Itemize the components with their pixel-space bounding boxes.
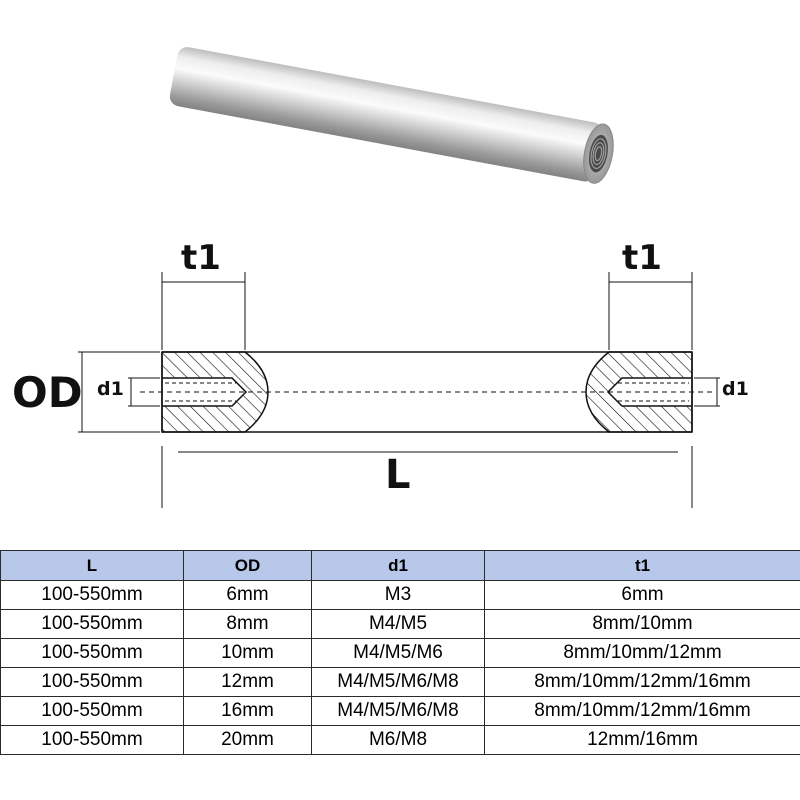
table-header-row: L OD d1 t1 bbox=[0, 550, 800, 581]
length-label: L bbox=[385, 452, 411, 498]
cell-t1: 12mm/16mm bbox=[484, 725, 800, 755]
cell-l: 100-550mm bbox=[0, 638, 184, 668]
table-row: 100-550mm 20mm M6/M8 12mm/16mm bbox=[0, 725, 800, 755]
cell-t1: 6mm bbox=[484, 580, 800, 610]
table-row: 100-550mm 6mm M3 6mm bbox=[0, 580, 800, 610]
cell-t1: 8mm/10mm/12mm/16mm bbox=[484, 667, 800, 697]
cell-d1: M4/M5/M6/M8 bbox=[311, 667, 485, 697]
cell-d1: M4/M5/M6/M8 bbox=[311, 696, 485, 726]
column-header-od: OD bbox=[183, 550, 312, 581]
cell-od: 8mm bbox=[183, 609, 312, 639]
cell-t1: 8mm/10mm/12mm bbox=[484, 638, 800, 668]
column-header-t1: t1 bbox=[484, 550, 800, 581]
od-label: OD bbox=[12, 368, 83, 417]
cell-d1: M6/M8 bbox=[311, 725, 485, 755]
technical-drawing bbox=[78, 272, 720, 508]
table-row: 100-550mm 10mm M4/M5/M6 8mm/10mm/12mm bbox=[0, 638, 800, 668]
cell-od: 16mm bbox=[183, 696, 312, 726]
table-row: 100-550mm 12mm M4/M5/M6/M8 8mm/10mm/12mm… bbox=[0, 667, 800, 697]
t1-left-label: t1 bbox=[181, 238, 221, 278]
cell-l: 100-550mm bbox=[0, 667, 184, 697]
cell-l: 100-550mm bbox=[0, 609, 184, 639]
cell-l: 100-550mm bbox=[0, 696, 184, 726]
column-header-l: L bbox=[0, 550, 184, 581]
table-row: 100-550mm 16mm M4/M5/M6/M8 8mm/10mm/12mm… bbox=[0, 696, 800, 726]
table-row: 100-550mm 8mm M4/M5 8mm/10mm bbox=[0, 609, 800, 639]
cell-t1: 8mm/10mm bbox=[484, 609, 800, 639]
cell-d1: M4/M5 bbox=[311, 609, 485, 639]
cell-l: 100-550mm bbox=[0, 725, 184, 755]
cell-d1: M3 bbox=[311, 580, 485, 610]
spec-table: L OD d1 t1 100-550mm 6mm M3 6mm 100-550m… bbox=[0, 550, 800, 755]
product-photo bbox=[169, 47, 614, 184]
cell-od: 6mm bbox=[183, 580, 312, 610]
standoff-rod bbox=[169, 47, 614, 184]
column-header-d1: d1 bbox=[311, 550, 485, 581]
d1-right-label: d1 bbox=[722, 378, 749, 400]
cell-t1: 8mm/10mm/12mm/16mm bbox=[484, 696, 800, 726]
cell-od: 12mm bbox=[183, 667, 312, 697]
t1-right-label: t1 bbox=[622, 238, 662, 278]
cell-d1: M4/M5/M6 bbox=[311, 638, 485, 668]
cell-od: 20mm bbox=[183, 725, 312, 755]
cell-l: 100-550mm bbox=[0, 580, 184, 610]
cell-od: 10mm bbox=[183, 638, 312, 668]
d1-left-label: d1 bbox=[97, 378, 124, 400]
